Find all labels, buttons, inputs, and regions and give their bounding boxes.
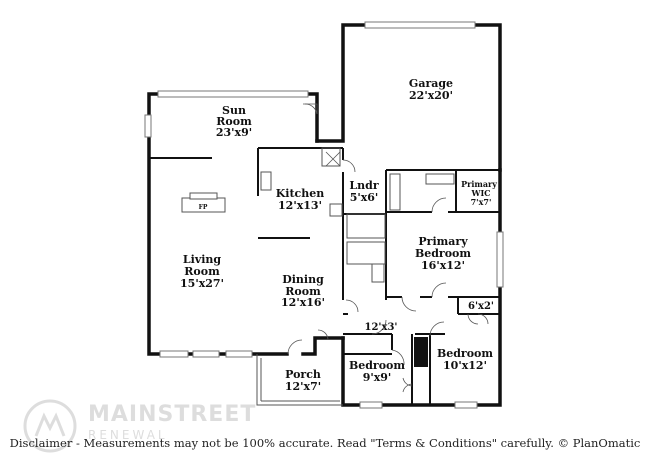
bedroom-1-size: 9'x9' <box>363 371 392 384</box>
living-room-size: 15'x27' <box>180 277 224 290</box>
fixtures <box>181 171 455 283</box>
brand-name: MAINSTREET <box>88 402 257 427</box>
door-swings <box>287 103 489 393</box>
living-room-name-1: Living <box>183 253 221 266</box>
garage-size: 22'x20' <box>409 89 453 102</box>
porch-name: Porch <box>285 368 321 381</box>
bedroom-1-name: Bedroom <box>349 359 405 372</box>
brand-sub: RENEWAL <box>88 428 168 442</box>
kitchen-name: Kitchen <box>276 187 325 200</box>
closet-size: 6'x2' <box>468 301 494 312</box>
sun-room-name-2: Room <box>216 115 252 128</box>
primary-wic-name-2: WIC <box>470 188 490 198</box>
porch-size: 12'x7' <box>285 380 321 393</box>
laundry-size: 5'x6' <box>350 191 379 204</box>
laundry-name: Lndr <box>349 179 378 192</box>
primary-bedroom-name-2: Bedroom <box>415 247 471 260</box>
fireplace-label: FP <box>199 204 208 211</box>
dining-room-size: 12'x16' <box>281 296 325 309</box>
bedroom-2-name: Bedroom <box>437 347 493 360</box>
porch-area <box>256 354 343 406</box>
primary-wic-name-1: Primary <box>461 179 497 189</box>
kitchen-size: 12'x13' <box>278 199 322 212</box>
primary-wic-size: 7'x7' <box>471 197 492 207</box>
living-room-name-2: Room <box>184 265 220 278</box>
chimney-block <box>414 337 428 367</box>
sun-room-name-1: Sun <box>222 104 246 117</box>
brand-watermark: MAINSTREET RENEWAL <box>22 398 262 454</box>
garage-name: Garage <box>409 77 453 90</box>
sun-room-size: 23'x9' <box>216 126 252 139</box>
dining-room-name-1: Dining <box>282 273 324 286</box>
windows <box>144 21 504 409</box>
dining-room-name-2: Room <box>285 285 321 298</box>
brand-logo-icon <box>23 399 77 453</box>
disclaimer: Disclaimer - Measurements may not be 100… <box>9 436 641 450</box>
primary-bedroom-size: 16'x12' <box>421 259 465 272</box>
bedroom-2-size: 10'x12' <box>443 359 487 372</box>
primary-bedroom-name-1: Primary <box>418 235 468 248</box>
hall-size: 12'x3' <box>365 322 398 333</box>
